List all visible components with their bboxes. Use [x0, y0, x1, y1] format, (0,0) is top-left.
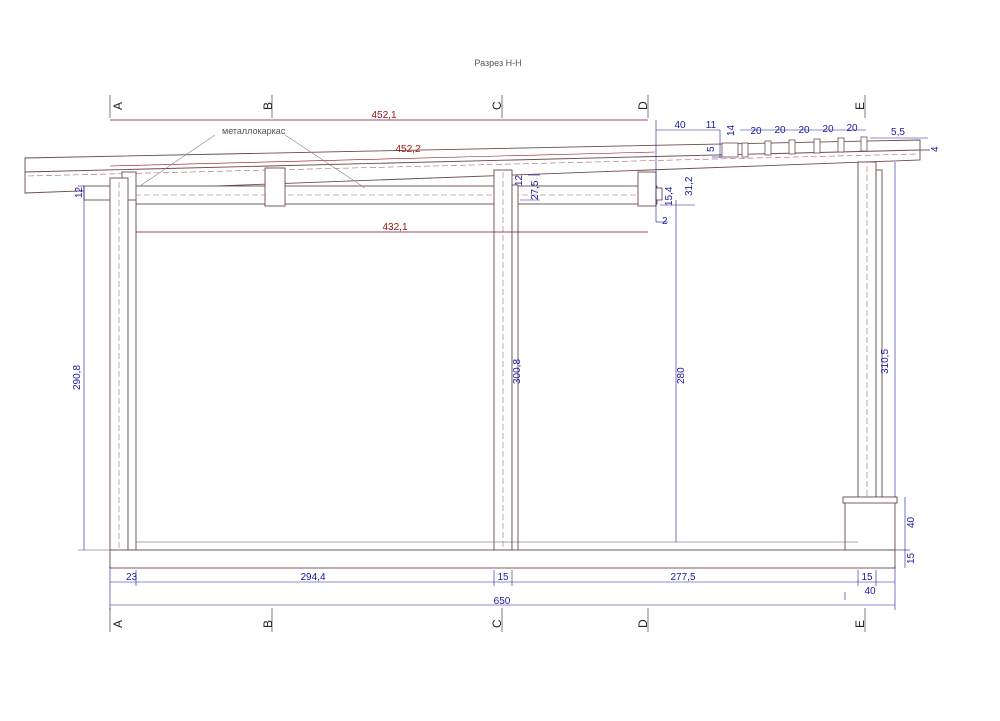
dim-total: 650: [494, 596, 511, 607]
columns-dashed: [118, 166, 868, 548]
dim-pitch-4: 4: [930, 146, 941, 152]
roof-dashed: [27, 153, 919, 177]
dim-inner-span: 432,1: [382, 222, 407, 233]
dim-d-15: 15,4: [664, 186, 675, 206]
dim-d-height: 280: [676, 367, 687, 384]
dim-d-2: 2: [662, 216, 668, 227]
dim-seg-15a: 15: [497, 572, 509, 583]
dim-pitch-20-3: 20: [798, 125, 810, 136]
dim-seg-23: 23: [126, 572, 138, 583]
dim-c-top: 12: [514, 174, 525, 186]
axis-label-c-top: C: [490, 101, 504, 110]
axis-label-b-top: B: [261, 102, 275, 110]
dim-d-31: 31,2: [684, 176, 695, 196]
red-dim-lines: [109, 119, 656, 233]
axis-label-c-bottom: C: [490, 619, 504, 628]
annotation-metalframe: металлокаркас: [222, 126, 286, 136]
dim-c-gap: 27,5: [530, 180, 541, 200]
dim-pitch-20-4: 20: [822, 124, 834, 135]
axis-label-e-top: E: [853, 102, 867, 110]
dim-cant-11: 11: [706, 120, 717, 131]
axis-label-d-top: D: [636, 101, 650, 110]
floor-lines: [78, 541, 858, 551]
axis-label-e-bottom: E: [853, 620, 867, 628]
dim-cant-5: 5: [706, 146, 717, 152]
rafter-ends: [721, 136, 868, 158]
dim-pitch-20-2: 20: [774, 125, 786, 136]
dim-seg-294: 294,4: [300, 572, 325, 583]
axis-lines-top: [109, 95, 866, 118]
dim-pitch-5-5: 5,5: [891, 127, 905, 138]
dim-rafter-len: 452,2: [395, 144, 420, 155]
dim-left-height: 290,8: [72, 365, 83, 390]
dim-pitch-20-1: 20: [750, 126, 762, 137]
beam-blocks: [121, 167, 663, 207]
dim-top-span: 452,1: [371, 110, 396, 121]
dim-e-40-side: 40: [906, 516, 917, 528]
dim-pitch-20-5: 20: [846, 123, 858, 134]
dim-mid-height: 300,8: [512, 359, 523, 384]
dim-cant-40: 40: [674, 120, 686, 131]
dim-e-40-bottom: 40: [864, 586, 876, 597]
axis-label-b-bottom: B: [261, 620, 275, 628]
dim-e-15: 15: [906, 552, 917, 564]
dim-left-beam: 12: [74, 186, 85, 198]
axis-label-d-bottom: D: [636, 619, 650, 628]
dim-cant-14: 14: [726, 124, 737, 136]
axis-lines-bottom: [109, 608, 866, 632]
columns: [109, 161, 883, 551]
dim-seg-277: 277,5: [670, 572, 695, 583]
axis-label-a-top: A: [111, 102, 125, 110]
dim-right-height: 310,5: [880, 349, 891, 374]
e-base: [842, 496, 898, 551]
drawing-title: Разрез Н-Н: [474, 58, 521, 68]
annotation-leader: [139, 134, 366, 189]
dim-seg-15b: 15: [861, 572, 873, 583]
floor-slab: [109, 549, 896, 569]
axis-label-a-bottom: A: [111, 620, 125, 628]
